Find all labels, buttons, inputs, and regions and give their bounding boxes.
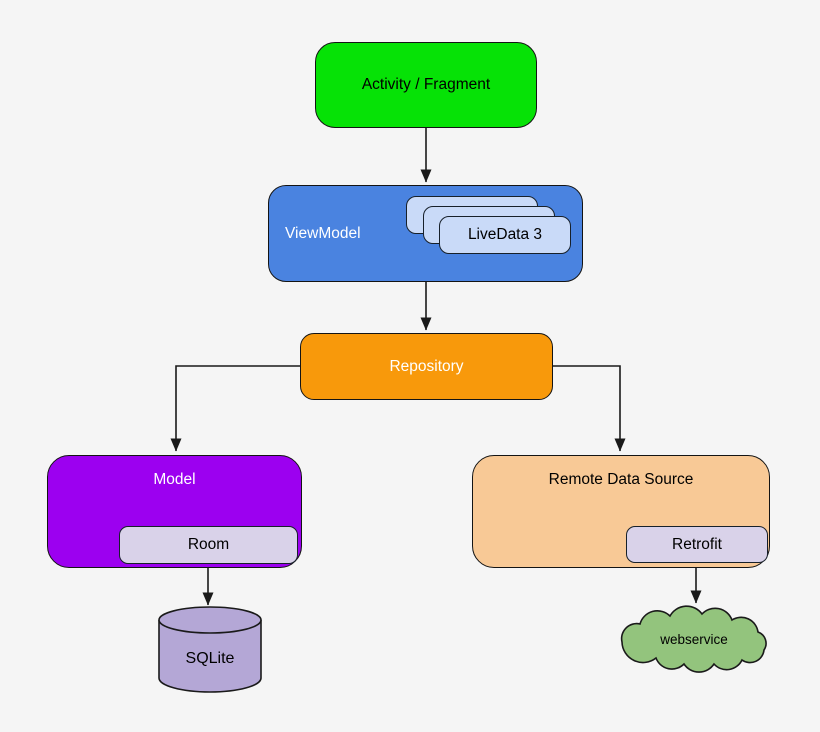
sqlite-cylinder: SQLite bbox=[158, 606, 262, 693]
database-cylinder-body bbox=[158, 620, 262, 693]
node-repository: Repository bbox=[300, 333, 553, 400]
viewmodel-label: ViewModel bbox=[285, 224, 361, 242]
livedata-card-front: LiveData 3 bbox=[439, 216, 571, 254]
retrofit-label: Retrofit bbox=[672, 535, 722, 553]
room-label: Room bbox=[187, 536, 230, 553]
node-model: Model Room bbox=[47, 455, 302, 568]
node-activity-fragment: Activity / Fragment bbox=[315, 42, 537, 128]
cloud-shape bbox=[620, 605, 767, 673]
remote-data-source-label: Remote Data Source bbox=[548, 471, 694, 488]
livedata-label: LiveData 3 bbox=[467, 226, 543, 243]
database-cylinder-top bbox=[158, 606, 262, 634]
arrow-repository-to-model bbox=[170, 365, 300, 452]
node-room: Room bbox=[119, 526, 298, 564]
activity-fragment-label: Activity / Fragment bbox=[361, 76, 491, 93]
node-retrofit: Retrofit bbox=[626, 526, 768, 563]
webservice-label: webservice bbox=[659, 632, 728, 647]
model-label: Model bbox=[153, 471, 196, 488]
node-viewmodel: ViewModel LiveData 3 bbox=[268, 185, 583, 282]
node-remote-data-source: Remote Data Source Retrofit bbox=[472, 455, 770, 568]
arrow-repository-to-remote-data-source bbox=[553, 365, 626, 452]
sqlite-label: SQLite bbox=[186, 650, 235, 667]
webservice-cloud: webservice bbox=[620, 605, 767, 673]
repository-label: Repository bbox=[389, 357, 464, 375]
